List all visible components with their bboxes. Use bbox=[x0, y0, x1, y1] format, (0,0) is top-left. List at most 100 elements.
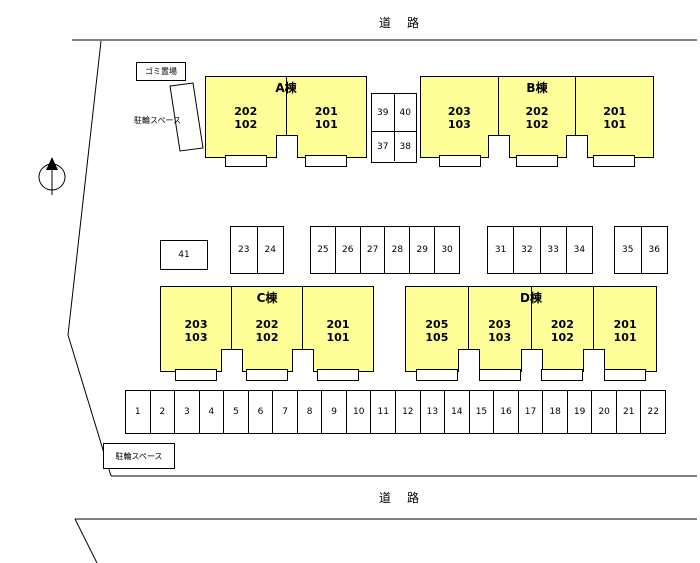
parking-stall: 20 bbox=[591, 391, 616, 433]
building-c: C棟 203 103 202 102 201 101 bbox=[160, 286, 374, 372]
parking-stall: 3 bbox=[174, 391, 199, 433]
site-boundary-left bbox=[67, 40, 112, 477]
parking-stall: 30 bbox=[434, 227, 459, 273]
parking-stall: 40 bbox=[393, 94, 417, 131]
parking-stall: 37 bbox=[377, 141, 389, 152]
entrance-stair bbox=[416, 369, 458, 381]
entrance-stair bbox=[317, 369, 359, 381]
building-c-unit-203: 203 103 bbox=[161, 287, 231, 371]
parking-stall: 11 bbox=[370, 391, 395, 433]
unit-number: 103 bbox=[488, 331, 512, 344]
parking-stall: 31 bbox=[494, 245, 507, 255]
building-a-unit-202: 201 101 bbox=[285, 77, 367, 157]
parking-stall: 16 bbox=[493, 391, 518, 433]
entrance-stair bbox=[175, 369, 217, 381]
unit-number: 201 bbox=[613, 318, 637, 331]
parking-stall: 4 bbox=[198, 391, 224, 433]
parking-stall: 29 bbox=[409, 227, 434, 273]
unit-number: 202 bbox=[255, 318, 279, 331]
bicycle-area-bottom-label: 駐輪スペース bbox=[103, 443, 175, 469]
parking-stall: 32 bbox=[513, 227, 539, 273]
parking-stall: 9 bbox=[321, 391, 346, 433]
building-d-unit-201: 201 101 bbox=[593, 287, 656, 371]
unit-number: 203 bbox=[488, 318, 512, 331]
entrance-stair bbox=[305, 155, 347, 167]
building-b: B棟 203 103 202 102 201 101 bbox=[420, 76, 654, 158]
parking-grid-row: 39 40 bbox=[372, 94, 416, 131]
building-b-unit-203: 203 103 bbox=[421, 77, 498, 157]
parking-stall: 14 bbox=[444, 391, 469, 433]
parking-stall: 28 bbox=[384, 227, 409, 273]
unit-number: 102 bbox=[525, 118, 549, 131]
bicycle-area-shape bbox=[169, 82, 204, 152]
unit-number: 201 bbox=[326, 318, 350, 331]
parking-stall: 18 bbox=[542, 391, 567, 433]
unit-number: 103 bbox=[184, 331, 208, 344]
unit-number: 202 bbox=[550, 318, 574, 331]
unit-number: 203 bbox=[447, 105, 471, 118]
parking-stall: 25 bbox=[317, 245, 329, 255]
parking-stall: 15 bbox=[468, 391, 494, 433]
entrance-notch bbox=[488, 135, 510, 158]
parking-grid-37-40: 39 40 37 38 bbox=[371, 93, 417, 163]
entrance-stair bbox=[541, 369, 583, 381]
parking-stall: 8 bbox=[296, 391, 322, 433]
entrance-stair bbox=[516, 155, 558, 167]
parking-stall: 22 bbox=[640, 391, 665, 433]
parking-stall: 1 bbox=[134, 407, 141, 417]
parking-stall: 5 bbox=[223, 391, 248, 433]
bicycle-area-top-label: 駐輪スペース bbox=[134, 116, 182, 125]
unit-number: 105 bbox=[425, 331, 449, 344]
parking-stall: 23 bbox=[238, 245, 250, 255]
building-d-unit-202: 202 102 bbox=[530, 287, 594, 371]
unit-number: 103 bbox=[447, 118, 471, 131]
entrance-notch bbox=[583, 349, 605, 372]
parking-stall: 33 bbox=[539, 227, 566, 273]
building-d-unit-205: 205 105 bbox=[406, 287, 468, 371]
parking-group-35-36: 35 36 bbox=[614, 226, 668, 274]
building-c-unit-202: 202 102 bbox=[231, 287, 302, 371]
entrance-notch bbox=[292, 349, 314, 372]
entrance-notch bbox=[221, 349, 243, 372]
parking-stall: 2 bbox=[149, 391, 175, 433]
entrance-stair bbox=[593, 155, 635, 167]
entrance-notch bbox=[566, 135, 588, 158]
north-compass-icon bbox=[38, 157, 66, 195]
parking-stall: 13 bbox=[419, 391, 445, 433]
unit-number: 101 bbox=[326, 331, 350, 344]
unit-number: 102 bbox=[550, 331, 574, 344]
parking-stall: 21 bbox=[615, 391, 641, 433]
building-c-title: C棟 bbox=[256, 291, 278, 305]
parking-stall: 38 bbox=[393, 132, 417, 161]
parking-stall: 19 bbox=[566, 391, 592, 433]
parking-row-1-22: 1 2 3 4 5 6 7 8 9 10 11 12 13 14 15 16 1… bbox=[125, 390, 666, 434]
entrance-stair bbox=[225, 155, 267, 167]
building-a: A棟 202 102 201 101 bbox=[205, 76, 367, 158]
parking-group-23-24: 23 24 bbox=[230, 226, 284, 274]
unit-number: 202 bbox=[525, 105, 549, 118]
parking-stall: 17 bbox=[517, 391, 543, 433]
building-b-unit-202: 202 102 bbox=[497, 77, 576, 157]
parking-stall-41: 41 bbox=[160, 240, 208, 270]
parking-stall: 27 bbox=[359, 227, 385, 273]
parking-stall: 24 bbox=[256, 227, 284, 273]
building-a-title: A棟 bbox=[275, 81, 297, 95]
entrance-notch bbox=[458, 349, 480, 372]
unit-number: 201 bbox=[603, 105, 627, 118]
parking-stall: 34 bbox=[565, 227, 592, 273]
unit-number: 102 bbox=[255, 331, 279, 344]
unit-number: 101 bbox=[314, 118, 338, 131]
unit-number: 102 bbox=[234, 118, 258, 131]
building-d: D棟 205 105 203 103 202 102 201 101 bbox=[405, 286, 657, 372]
garbage-area-label: ゴミ置場 bbox=[136, 62, 186, 81]
building-b-unit-201: 201 101 bbox=[575, 77, 653, 157]
parking-stall: 10 bbox=[345, 391, 371, 433]
unit-number: 205 bbox=[425, 318, 449, 331]
unit-number: 203 bbox=[184, 318, 208, 331]
parking-grid-row: 37 38 bbox=[372, 131, 416, 161]
entrance-stair bbox=[604, 369, 646, 381]
parking-group-31-34: 31 32 33 34 bbox=[487, 226, 593, 274]
parking-stall: 6 bbox=[247, 391, 273, 433]
